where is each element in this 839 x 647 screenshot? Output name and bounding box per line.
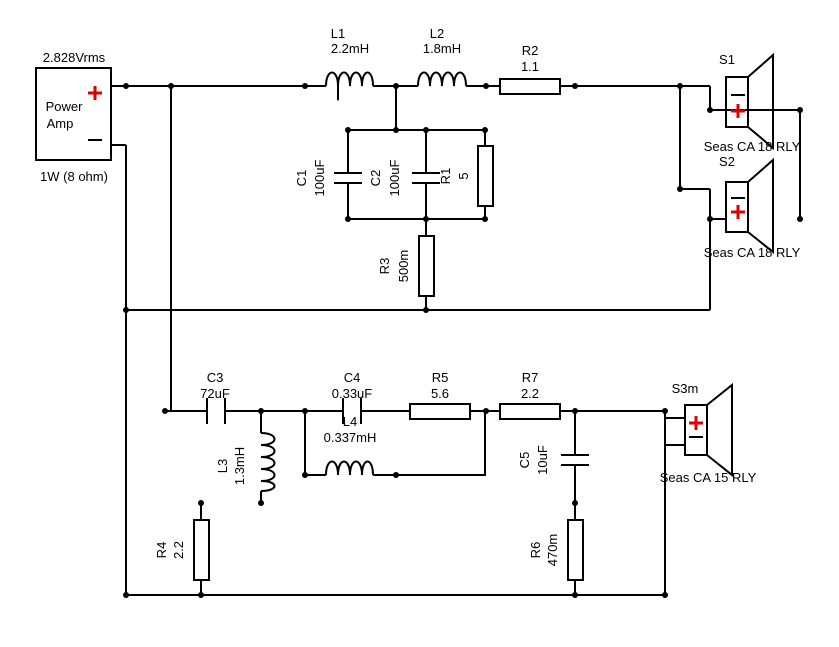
- c4-value: 0.33uF: [332, 386, 373, 401]
- amp-plus-terminal-icon: [88, 86, 102, 100]
- l2-ref: L2: [430, 26, 444, 41]
- speaker-s2-plus-icon: [731, 205, 745, 219]
- speaker-s1-plus-icon: [731, 104, 745, 118]
- r2-ref: R2: [522, 43, 539, 58]
- r7-ref: R7: [522, 370, 539, 385]
- resistor-r7[interactable]: R7 2.2: [499, 370, 561, 420]
- resistor-r2-body-icon: [499, 78, 561, 95]
- r6-value: 470m: [545, 534, 560, 567]
- c2-ref: C2: [368, 170, 383, 187]
- resistor-r1-body-icon: [477, 145, 494, 207]
- wire-s1s2-plus: [679, 85, 710, 190]
- l3-ref: L3: [215, 459, 230, 473]
- resistor-r7-body-icon: [499, 403, 561, 420]
- r6-ref: R6: [528, 542, 543, 559]
- speaker-s3-plus-icon: [689, 416, 703, 430]
- capacitor-c1[interactable]: C1 100uF: [294, 160, 362, 197]
- wire-upper-ground: [111, 144, 710, 595]
- resistor-r6-body-icon: [567, 519, 584, 581]
- r5-ref: R5: [432, 370, 449, 385]
- capacitor-c5[interactable]: C5 10uF: [517, 445, 589, 475]
- l4-value: 0.337mH: [324, 430, 377, 445]
- resistor-r6[interactable]: R6 470m: [528, 519, 584, 581]
- capacitor-c2-plates-icon: [412, 172, 440, 184]
- speaker-s3-magnet-icon: [684, 404, 708, 456]
- inductor-l1-coil-icon: [325, 71, 374, 101]
- inductor-l1[interactable]: L1 2.2mH: [325, 26, 374, 101]
- l1-value: 2.2mH: [331, 41, 369, 56]
- l4-ref: L4: [343, 414, 357, 429]
- r7-value: 2.2: [521, 386, 539, 401]
- speaker-s3[interactable]: S3m Seas CA 15 RLY: [660, 381, 757, 485]
- r5-value: 5.6: [431, 386, 449, 401]
- c1-value: 100uF: [312, 160, 327, 197]
- c4-ref: C4: [344, 370, 361, 385]
- amp-name-line1: Power: [46, 99, 84, 114]
- s2-model: Seas CA 18 RLY: [704, 245, 801, 260]
- r1-value: 5: [456, 172, 471, 179]
- r2-value: 1.1: [521, 59, 539, 74]
- capacitor-c3-plates-icon: [206, 398, 226, 424]
- inductor-l2-coil-icon: [417, 71, 467, 87]
- capacitor-c4[interactable]: C4 0.33uF: [332, 370, 373, 424]
- power-amp[interactable]: 2.828Vrms Power Amp 1W (8 ohm): [35, 50, 112, 184]
- resistor-r1[interactable]: R1 5: [438, 145, 494, 207]
- inductor-l4-coil-icon: [325, 460, 374, 476]
- c1-ref: C1: [294, 170, 309, 187]
- r3-ref: R3: [377, 258, 392, 275]
- resistor-r4[interactable]: R4 2.2: [154, 519, 210, 581]
- inductor-l2[interactable]: L2 1.8mH: [417, 26, 467, 87]
- s2-ref: S2: [719, 154, 735, 169]
- s3-model: Seas CA 15 RLY: [660, 470, 757, 485]
- speaker-s1-cone-icon: [747, 52, 774, 151]
- r3-value: 500m: [396, 250, 411, 283]
- speaker-s2-cone-icon: [747, 157, 774, 255]
- inductor-l3-coil-icon: [260, 432, 276, 492]
- capacitor-c5-plates-icon: [561, 454, 589, 466]
- resistor-r3[interactable]: R3 500m: [377, 235, 435, 297]
- resistor-r2[interactable]: R2 1.1: [499, 43, 561, 95]
- c3-value: 72uF: [200, 386, 230, 401]
- resistor-r4-body-icon: [193, 519, 210, 581]
- r4-value: 2.2: [171, 541, 186, 559]
- l3-value: 1.3mH: [232, 447, 247, 485]
- junction-dots: [123, 83, 803, 598]
- amp-voltage-label: 2.828Vrms: [43, 50, 106, 65]
- s3-ref: S3m: [672, 381, 699, 396]
- amp-rating-label: 1W (8 ohm): [40, 169, 108, 184]
- capacitor-c2[interactable]: C2 100uF: [368, 160, 440, 197]
- l1-ref: L1: [331, 26, 345, 41]
- c3-ref: C3: [207, 370, 224, 385]
- wires: [111, 85, 801, 596]
- l2-value: 1.8mH: [423, 41, 461, 56]
- c2-value: 100uF: [387, 160, 402, 197]
- wire-s2-plus-lead: [709, 189, 726, 220]
- speaker-s2-magnet-icon: [725, 181, 749, 233]
- s1-model: Seas CA 18 RLY: [704, 139, 801, 154]
- resistor-r3-body-icon: [418, 235, 435, 297]
- inductor-l3[interactable]: L3 1.3mH: [215, 432, 276, 492]
- capacitor-c1-plates-icon: [334, 172, 362, 184]
- c5-value: 10uF: [535, 445, 550, 475]
- amp-name-line2: Amp: [47, 116, 74, 131]
- speaker-s2[interactable]: S2 Seas CA 18 RLY: [704, 154, 801, 260]
- capacitor-c3[interactable]: C3 72uF: [200, 370, 230, 424]
- resistor-r5[interactable]: R5 5.6: [409, 370, 471, 420]
- wire-s1-plus-lead: [709, 86, 726, 111]
- r4-ref: R4: [154, 542, 169, 559]
- capacitor-c4-plates-icon: [342, 398, 362, 424]
- s1-ref: S1: [719, 52, 735, 67]
- power-amp-box: [35, 67, 112, 161]
- speaker-s1[interactable]: S1 Seas CA 18 RLY: [704, 52, 801, 154]
- c5-ref: C5: [517, 452, 532, 469]
- speaker-s1-magnet-icon: [725, 76, 749, 128]
- resistor-r5-body-icon: [409, 403, 471, 420]
- inductor-l4[interactable]: L4 0.337mH: [324, 414, 377, 476]
- speaker-s3-cone-icon: [706, 382, 733, 478]
- wire-s3: [664, 411, 685, 595]
- r1-ref: R1: [438, 168, 453, 185]
